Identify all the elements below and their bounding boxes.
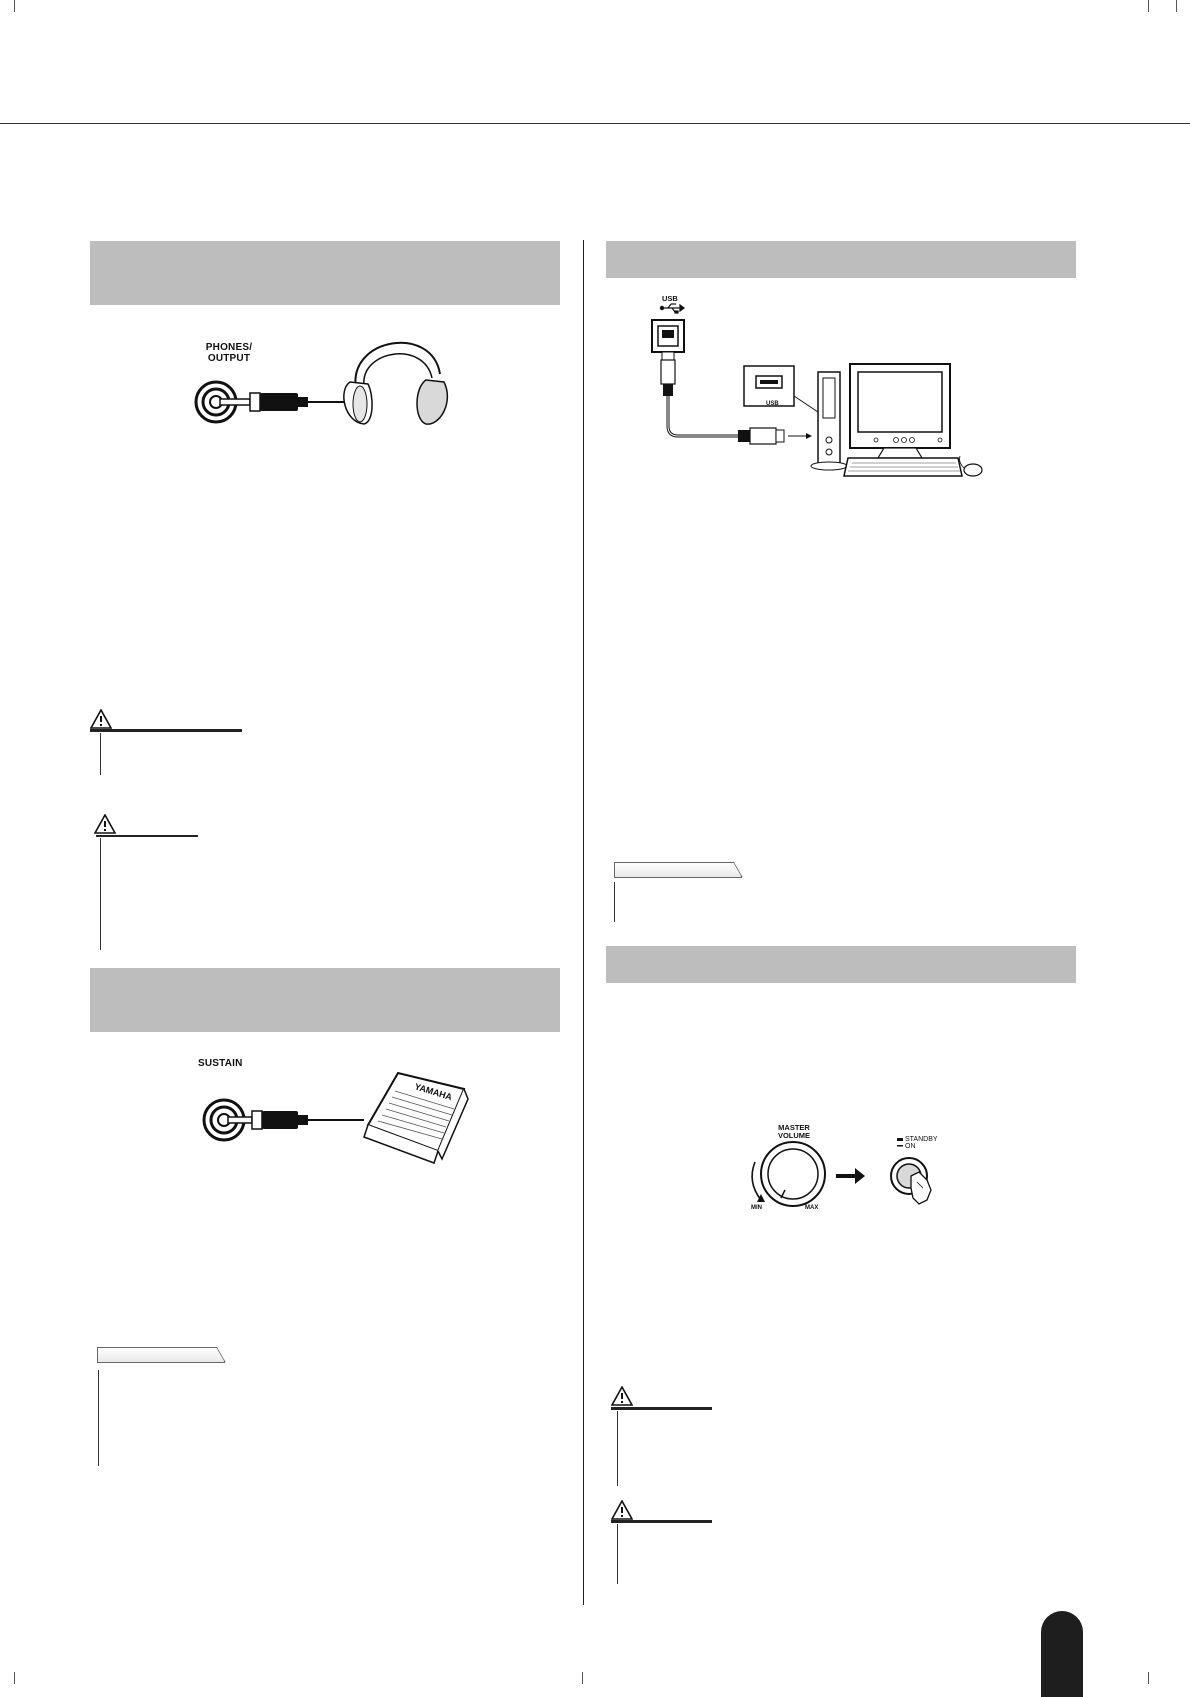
usb-port-label: USB <box>662 294 678 303</box>
crop-mark <box>1148 1672 1149 1684</box>
knob-label-line2: VOLUME <box>777 1131 811 1140</box>
section-header-phones <box>90 241 560 305</box>
warning-rule <box>90 729 242 732</box>
switch-on-label: ON <box>905 1143 916 1150</box>
power-diagram: MASTER VOLUME MIN MAX STANDBY ON <box>735 1118 965 1218</box>
knob-max-label: MAX <box>805 1205 819 1211</box>
note-tab <box>97 1347 225 1363</box>
knob-label-line1: MASTER <box>778 1123 810 1132</box>
warning-rule <box>96 835 198 837</box>
phones-diagram: PHONES/ OUTPUT <box>178 330 468 440</box>
column-divider <box>583 240 584 1605</box>
computer-usb-port-label: USB <box>766 401 779 407</box>
crop-mark <box>582 1672 583 1684</box>
right-arrow-icon <box>836 1168 865 1184</box>
note-vline <box>614 882 615 922</box>
warning-rule <box>611 1520 712 1523</box>
warning-triangle-icon <box>611 1386 633 1406</box>
sustain-pedal-icon: YAMAHA <box>202 1071 469 1164</box>
section-header-usb <box>606 241 1076 278</box>
sustain-diagram: SUSTAIN YAMAHA <box>178 1055 478 1165</box>
crop-mark <box>1176 0 1177 12</box>
warning-vline <box>617 1524 618 1584</box>
warning-triangle-icon <box>90 709 112 729</box>
top-rule <box>0 123 1190 124</box>
section-header-sustain <box>90 968 560 1032</box>
warning-triangle-icon <box>94 814 116 834</box>
usb-connection-icon <box>651 303 983 477</box>
usb-diagram: USB <box>640 292 990 482</box>
sustain-jack-label: SUSTAIN <box>198 1058 243 1069</box>
note-tab <box>614 862 742 878</box>
crop-mark <box>14 0 15 12</box>
warning-vline <box>100 838 101 950</box>
phones-jack-label-line1: PHONES/ <box>205 342 253 353</box>
warning-vline <box>100 733 101 775</box>
crop-mark <box>14 1672 15 1684</box>
page-number-tab <box>1041 1611 1083 1697</box>
note-vline <box>98 1370 99 1466</box>
phones-jack-label-line2: OUTPUT <box>207 353 251 364</box>
power-on-sequence-icon <box>751 1138 932 1207</box>
usb-trident-icon <box>659 303 685 314</box>
switch-standby-label: STANDBY <box>905 1136 938 1143</box>
crop-mark <box>1148 0 1149 12</box>
warning-rule <box>611 1407 712 1410</box>
knob-min-label: MIN <box>751 1205 762 1211</box>
warning-triangle-icon <box>611 1500 633 1520</box>
headphones-icon <box>194 341 449 425</box>
section-header-power <box>606 946 1076 983</box>
warning-vline <box>617 1411 618 1486</box>
